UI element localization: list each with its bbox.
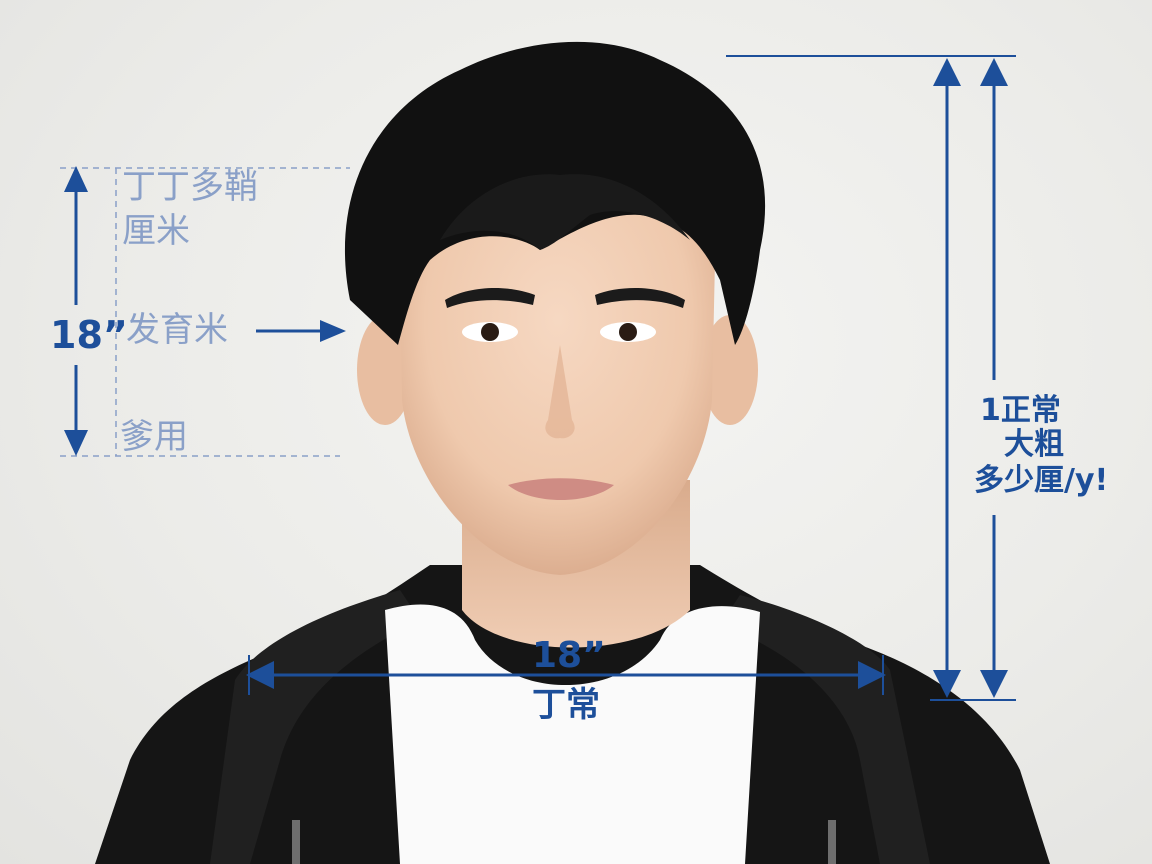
bottom-measurement-label: 18”: [532, 635, 606, 676]
bottom-caption-label: 丁常: [532, 685, 600, 725]
left-arrowhead-down: [64, 430, 88, 456]
hood-fold-right: [720, 595, 930, 864]
mouth: [508, 478, 614, 500]
right-iris: [619, 323, 637, 341]
bottom-arrowhead-left: [246, 661, 274, 689]
right-label-line1: 1正常: [980, 393, 1061, 428]
left-iris: [481, 323, 499, 341]
zipper-right: [828, 820, 836, 864]
right-arrowhead-2-down: [980, 670, 1008, 698]
left-ear: [357, 315, 413, 425]
bottom-arrowhead-right: [858, 661, 886, 689]
right-arrowhead-1-down: [933, 670, 961, 698]
right-label-line3: 多少厘/у!: [974, 463, 1109, 498]
left-eyebrow: [445, 288, 535, 308]
right-arrowhead-2-up: [980, 58, 1008, 86]
right-ear: [702, 315, 758, 425]
right-arrowhead-1-up: [933, 58, 961, 86]
left-top-label-line1: 丁丁多鞘: [122, 167, 258, 207]
nose: [545, 345, 575, 439]
hood-fold-left: [210, 590, 420, 864]
left-arrowhead-up: [64, 166, 88, 192]
left-middle-label: 发育米: [126, 310, 228, 350]
zipper-left: [292, 820, 300, 864]
left-top-label-line2: 厘米: [122, 211, 190, 251]
t-shirt: [385, 604, 760, 864]
left-bottom-label: 爹用: [120, 417, 188, 457]
left-measurement-label: 18”: [50, 313, 128, 357]
ear-pointer-arrowhead: [320, 320, 346, 342]
right-label-line2: 大粗: [1004, 427, 1064, 462]
hair-fringe: [440, 174, 690, 250]
right-eyebrow: [595, 288, 685, 308]
